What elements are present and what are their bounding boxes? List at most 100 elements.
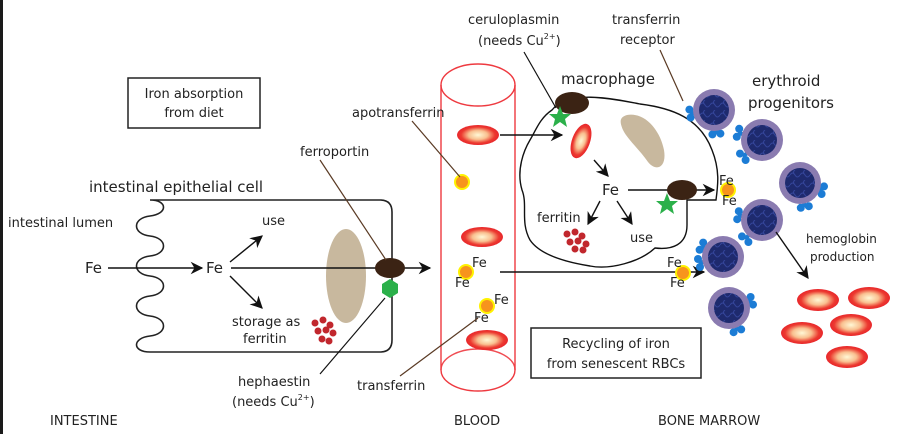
ceruloplasmin-cu-label: (needs Cu2+) — [478, 32, 561, 49]
rbc-new-1 — [797, 289, 839, 311]
hemoglobin-label-1: hemoglobin — [806, 232, 877, 246]
rbc-engulfed — [570, 123, 592, 159]
storage-as-label: storage as — [232, 315, 300, 330]
section-bone-marrow: BONE MARROW — [658, 414, 760, 429]
transferrin-receptor-lobe — [804, 202, 813, 211]
transferrin-receptor-lobe — [695, 245, 704, 254]
cell-use-label: use — [262, 214, 285, 229]
transferrin-receptor-lobe — [732, 132, 741, 141]
intestinal-lumen-label: intestinal lumen — [8, 216, 113, 231]
transferrin-receptor-lobe — [744, 238, 753, 246]
transferrin-bound-1 — [720, 182, 736, 198]
transferrin-receptor-lobe — [733, 215, 742, 224]
macrophage-use-arrow — [616, 200, 633, 226]
transferrin-receptor-lobe — [686, 113, 695, 122]
macrophage-fe-label: Fe — [602, 181, 619, 199]
transferrin-fe-1b: Fe — [455, 276, 470, 291]
transferrin-receptor-lobe — [820, 182, 828, 191]
marrow-fe-2b: Fe — [670, 276, 685, 291]
rbc-new-4 — [781, 322, 823, 344]
transferrin-bound-2 — [675, 265, 691, 281]
ferroportin-pointer — [319, 159, 387, 261]
macrophage-outline — [519, 96, 719, 268]
blood-vessel — [440, 63, 516, 392]
transferrin-receptor-lobe — [694, 255, 702, 263]
rbc-new-5 — [826, 346, 868, 368]
progenitor-nucleus — [699, 95, 729, 125]
cell-fe-label: Fe — [206, 259, 223, 277]
intestinal-epithelial-cell-label: intestinal epithelial cell — [89, 178, 263, 196]
rbc-new-3 — [830, 314, 872, 336]
transferrin-icon-2 — [479, 298, 495, 314]
transferrin-fe-2b: Fe — [474, 311, 489, 326]
erythroid-progenitor-cell — [733, 199, 783, 246]
hephaestin-label: hephaestin — [238, 375, 310, 390]
transferrin-receptor-lobe — [735, 124, 744, 133]
progenitor-nucleus — [785, 168, 815, 198]
transferrin-receptor-lobe — [699, 238, 708, 247]
hephaestin-cu-label: (needs Cu2+) — [232, 393, 315, 410]
rbc-breakdown-arrow — [593, 159, 609, 177]
transferrin-fe-2a: Fe — [494, 293, 509, 308]
transferrin-label: transferrin — [357, 379, 425, 394]
apotransferrin-label: apotransferrin — [352, 106, 444, 121]
storage-arrow — [229, 275, 263, 309]
progenitor-nucleus — [708, 242, 738, 272]
hephaestin-pointer — [319, 297, 386, 375]
ferritin-cluster-intestine — [311, 316, 337, 345]
transferrin-receptor-lobe — [736, 149, 744, 158]
transferrin-receptor-lobe — [685, 105, 694, 114]
marrow-fe-2a: Fe — [667, 256, 682, 271]
ceruloplasmin-label: ceruloplasmin — [468, 13, 559, 28]
recycling-box-line1: Recycling of iron — [562, 337, 670, 352]
absorption-box-line2: from diet — [164, 106, 223, 121]
hemoglobin-arrow — [775, 231, 809, 280]
transferrin-fe-1a: Fe — [472, 256, 487, 271]
macrophage-use-label: use — [630, 231, 653, 246]
absorption-box: Iron absorption from diet — [127, 77, 261, 129]
absorption-box-line1: Iron absorption — [145, 87, 244, 102]
transferrin-receptor-lobe — [729, 328, 738, 337]
erythroid-progenitor-cell — [732, 119, 783, 164]
transferrin-receptor-lobe — [716, 129, 725, 138]
transferrin-receptor-label-2: receptor — [620, 33, 676, 48]
hephaestin-icon — [382, 279, 398, 298]
ceruloplasmin-pointer — [523, 51, 557, 109]
transferrin-receptor-lobe — [738, 232, 746, 241]
ferritin-label-macrophage: ferritin — [537, 211, 581, 226]
transferrin-icon-1 — [458, 264, 474, 280]
rbc-blood-2 — [461, 227, 503, 247]
rbc-blood-3 — [466, 330, 508, 350]
macrophage-label: macrophage — [561, 70, 655, 88]
marrow-fe-1a: Fe — [719, 174, 734, 189]
ceruloplasmin-icon-top — [549, 106, 571, 127]
transferrin-receptor-lobe — [817, 190, 826, 198]
ceruloplasmin-icon — [656, 193, 678, 214]
transferrin-receptor-lobe — [734, 207, 743, 216]
left-border — [0, 0, 3, 434]
macrophage-storage-arrow — [587, 200, 601, 226]
ferroportin-macrophage — [667, 180, 697, 200]
lumen-fe-label: Fe — [85, 259, 102, 277]
rbc-blood-1 — [457, 125, 499, 145]
recycling-box: Recycling of iron from senescent RBCs — [530, 327, 702, 379]
transferrin-receptor-lobe — [696, 263, 704, 271]
section-intestine: INTESTINE — [50, 414, 118, 429]
transferrin-receptor-lobe — [749, 300, 757, 309]
nucleus-intestinal — [326, 229, 366, 323]
erythroid-label-1: erythroid — [752, 72, 820, 90]
epithelial-cell-outline — [135, 199, 393, 353]
ferritin-label-intestine: ferritin — [243, 332, 287, 347]
erythroid-progenitors — [685, 89, 828, 337]
hemoglobin-label-2: production — [810, 250, 874, 264]
progenitor-nucleus — [747, 205, 777, 235]
progenitor-nucleus — [747, 125, 777, 155]
ferroportin-label: ferroportin — [300, 145, 369, 160]
ferritin-cluster-macrophage — [563, 228, 590, 254]
nucleus-macrophage — [620, 114, 665, 168]
transferrin-receptor-lobe — [746, 293, 755, 301]
apotransferrin-icon — [454, 174, 470, 190]
ferroportin-macrophage-top — [555, 92, 589, 114]
erythroid-label-2: progenitors — [748, 94, 834, 112]
